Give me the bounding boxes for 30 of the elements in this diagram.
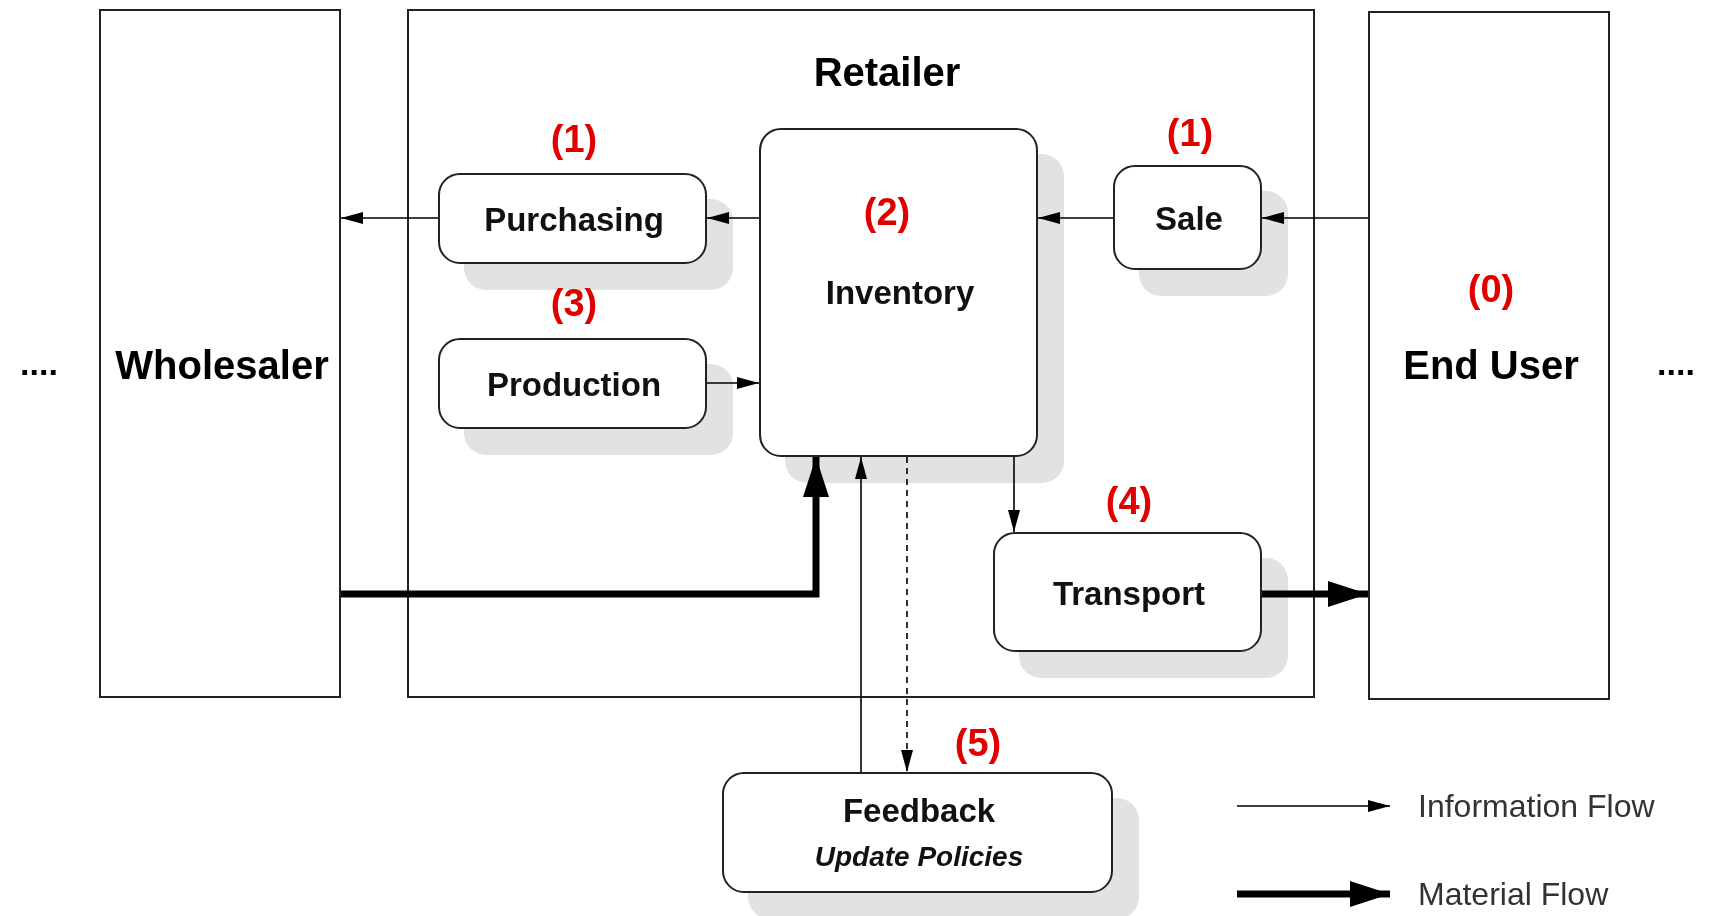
party-box <box>1368 11 1610 700</box>
legend-label: Material Flow <box>1418 875 1609 913</box>
process-label: Purchasing <box>484 201 664 239</box>
information-flow-arrow <box>706 377 760 389</box>
process-label: Transport <box>1052 575 1206 613</box>
step-number: (5) <box>954 723 1002 765</box>
process-label: Feedback <box>842 792 996 830</box>
step-number: (2) <box>863 192 911 234</box>
step-number: (1) <box>550 119 598 161</box>
process-label: Production <box>486 366 662 404</box>
information-flow-arrow <box>1037 212 1114 224</box>
step-number: (0) <box>1467 269 1515 311</box>
information-flow-arrow <box>340 212 439 224</box>
process-label: Sale <box>1155 200 1223 238</box>
information-flow-arrow <box>706 212 760 224</box>
step-number: (1) <box>1166 113 1214 155</box>
legend-label: Information Flow <box>1418 787 1655 825</box>
information-flow-arrow <box>1008 456 1020 533</box>
ellipsis-text: .... <box>20 343 58 383</box>
information-flow-arrow <box>855 456 867 773</box>
information-flow-arrow <box>901 456 913 773</box>
process-label: Inventory <box>825 274 975 312</box>
step-number: (4) <box>1105 481 1153 523</box>
party-box <box>99 9 341 698</box>
step-number: (3) <box>550 283 598 325</box>
ellipsis-text: .... <box>1657 343 1695 383</box>
retailer-box <box>407 9 1315 698</box>
material-flow-arrow <box>1262 581 1368 607</box>
process-subtitle: Update Policies <box>814 841 1024 873</box>
information-flow-arrow <box>1261 212 1369 224</box>
